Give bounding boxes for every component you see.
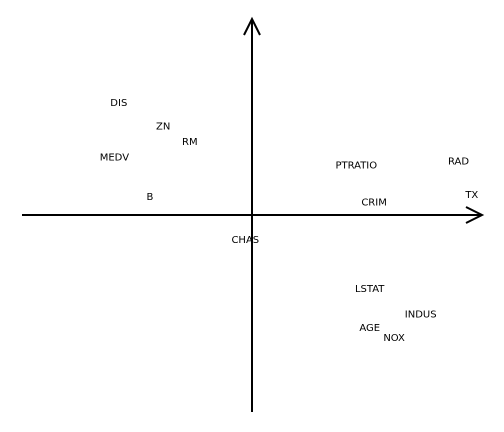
point-label-rad: RAD xyxy=(448,157,469,168)
y-axis-arrow-icon xyxy=(243,16,261,36)
point-label-lstat: LSTAT xyxy=(355,284,385,295)
x-axis-arrow-icon xyxy=(465,206,485,224)
point-label-chas: CHAS xyxy=(231,235,259,246)
point-label-rm: RM xyxy=(182,137,198,148)
axes xyxy=(22,16,485,412)
point-label-ptratio: PTRATIO xyxy=(335,161,377,172)
point-labels: DIS ZN RM MEDV B CHAS PTRATIO RAD TX CRIM LSTAT IND… xyxy=(100,98,479,344)
point-label-dis: DIS xyxy=(110,98,127,109)
point-label-crim: CRIM xyxy=(361,198,387,209)
point-label-medv: MEDV xyxy=(100,153,129,164)
point-label-indus: INDUS xyxy=(405,310,437,321)
point-label-zn: ZN xyxy=(156,121,170,132)
point-label-b: B xyxy=(146,192,153,203)
point-label-nox: NOX xyxy=(383,333,405,344)
point-label-tx: TX xyxy=(464,190,478,201)
point-label-age: AGE xyxy=(359,323,380,334)
